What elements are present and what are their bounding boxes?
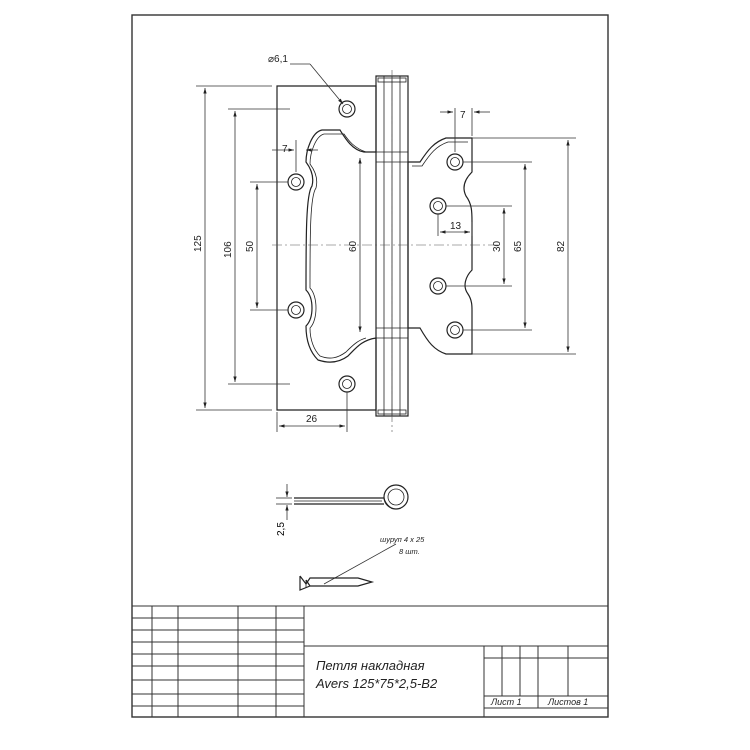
screw-note-line1: шуруп 4 х 25	[380, 535, 425, 544]
hole-diameter-label: ⌀6,1	[268, 54, 288, 65]
screw-body	[299, 575, 375, 591]
right-leaf-inner	[412, 141, 468, 167]
hole-countersink	[433, 281, 443, 291]
title-line-2: Avers 125*75*2,5-B2	[315, 676, 438, 691]
side-view-leaf	[294, 497, 384, 505]
hole-countersink	[342, 379, 352, 389]
title-line-1: Петля накладная	[316, 658, 425, 673]
right-inner-spacing-label: 30	[492, 240, 503, 252]
hole-countersink	[450, 157, 460, 167]
hole	[338, 375, 356, 393]
left-leaf-outline	[276, 85, 377, 411]
hole-countersink	[450, 325, 460, 335]
hole	[287, 173, 305, 191]
side-view-wrap	[383, 497, 399, 510]
outer-hole-spacing-label: 106	[223, 241, 234, 258]
screw-view: шуруп 4 х 25 8 шт.	[299, 535, 425, 591]
screw-note-line2: 8 шт.	[399, 547, 420, 556]
dimensions: ⌀6,1 125 106 50 7 60 26 7	[193, 54, 576, 432]
left-leaf-holes	[287, 100, 356, 393]
sheet-count-label: Листов 1	[547, 697, 588, 707]
left-leaf-cutout	[309, 133, 367, 359]
thickness-label: 2,5	[276, 522, 287, 536]
hole-countersink	[342, 104, 352, 114]
inner-hole-spacing-label: 50	[245, 240, 256, 252]
right-leaf-outline	[407, 137, 473, 355]
title-block-border	[131, 605, 609, 718]
diameter-leader	[309, 63, 344, 105]
right-mid-spacing-label: 65	[513, 240, 524, 252]
hinge-front-view	[272, 70, 500, 432]
hole	[446, 321, 464, 339]
right-overall-height-label: 82	[556, 240, 567, 252]
hinge-side-view: 2,5	[276, 484, 409, 536]
hole-countersink	[433, 201, 443, 211]
hole	[338, 100, 356, 118]
leaf-width-label: 26	[306, 414, 318, 425]
sheet-number-label: Лист 1	[490, 697, 522, 707]
hole	[287, 301, 305, 319]
hole	[429, 277, 447, 295]
hole-countersink	[291, 305, 301, 315]
title-block: Петля накладная Avers 125*75*2,5-B2 Лист…	[131, 605, 609, 718]
sheet-frame	[131, 14, 609, 718]
hole	[446, 153, 464, 171]
edge-offset-right-label: 7	[460, 110, 466, 121]
overall-height-label: 125	[193, 235, 204, 252]
cutout-height-label: 60	[348, 240, 359, 252]
right-leaf-holes	[429, 153, 464, 339]
screw-leader	[323, 543, 397, 585]
hole-countersink	[291, 177, 301, 187]
right-offset-label: 13	[450, 221, 462, 232]
side-view-pin	[387, 488, 405, 506]
edge-offset-left-label: 7	[282, 144, 288, 155]
hole	[429, 197, 447, 215]
